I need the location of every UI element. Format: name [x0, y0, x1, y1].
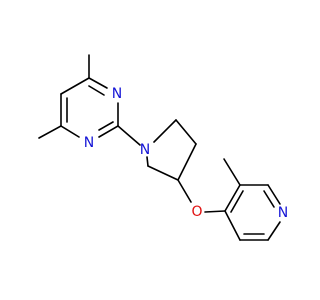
ring-bond-n1-c2-double	[98, 121, 114, 131]
pyrrolidine-bond-c2-c3	[175, 119, 197, 145]
pyrrolidine-ring: N	[140, 119, 197, 203]
pyridine-bond-c4-c3-double	[230, 190, 244, 213]
pyrimidine-ring: N N	[38, 54, 141, 151]
pyrrolidine-bond-c5-n	[146, 156, 149, 167]
pyridine-n-label: N	[278, 205, 288, 221]
methyl-bond-left	[38, 125, 62, 139]
pyridine-bond-c5-c4	[224, 210, 241, 241]
bond-c4-oxygen	[177, 179, 192, 203]
pyridine-bond-c2-n1	[267, 184, 281, 205]
ring-bond-c4-c5	[60, 77, 90, 95]
pyrrolidine-bond-c3-c4	[177, 143, 197, 181]
ether-linkage: O	[191, 204, 226, 220]
molecule-structure-diagram: N N N O N	[38, 54, 288, 241]
pyridine-ring: N	[223, 158, 288, 241]
pyrrolidine-bond-n-c2	[153, 119, 177, 143]
pyrimidine-n1-label: N	[84, 135, 94, 151]
methyl-bond-pyridine	[223, 158, 241, 186]
pyridine-bond-n1-c6	[267, 221, 281, 241]
ring-bond-c6-n1	[60, 125, 80, 138]
ring-bond-n1-c2	[98, 125, 119, 138]
ether-oxygen-label: O	[191, 204, 202, 220]
pyrrolidine-n-label: N	[140, 142, 150, 158]
pyridine-bond-c4-c3	[224, 184, 241, 212]
pyrrolidine-bond-c4-c5	[147, 165, 179, 181]
pyrimidine-n3-label: N	[112, 86, 122, 102]
ring-bond-n3-c4-double	[88, 85, 105, 96]
pyridine-bond-c2-n1-double	[263, 190, 275, 208]
bond-c2-pyrrolidine-n	[117, 125, 141, 146]
bond-oxygen-pyridine-c4	[204, 210, 226, 213]
ring-bond-n3-c4	[88, 77, 108, 89]
